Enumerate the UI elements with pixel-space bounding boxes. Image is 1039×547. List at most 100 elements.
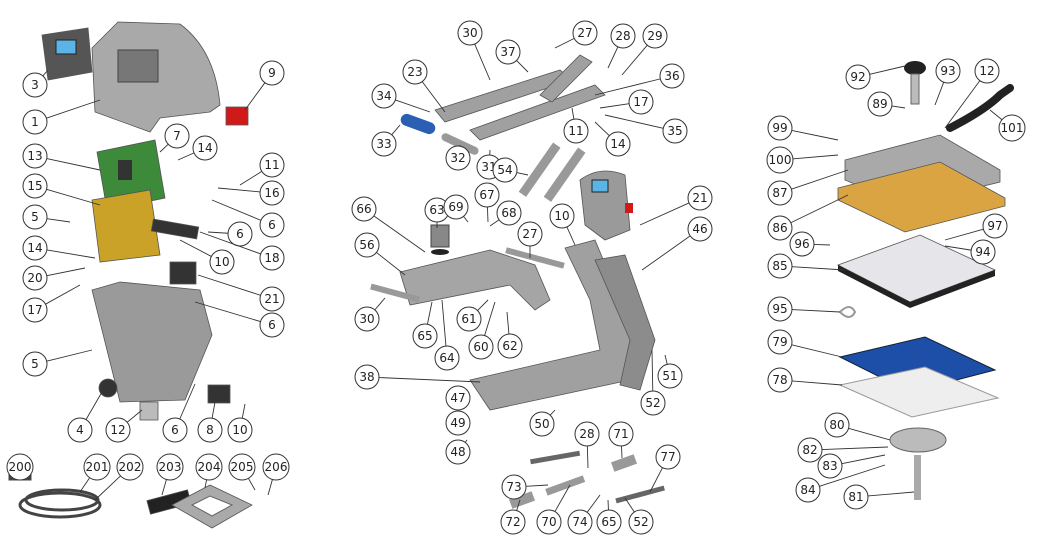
callout-circle	[105, 417, 131, 443]
leader-line	[989, 109, 1003, 121]
callout-number: 14	[610, 137, 625, 151]
callout-circle	[259, 286, 285, 312]
callout-number: 14	[197, 141, 212, 155]
callout-number: 29	[647, 29, 662, 43]
callout-circle	[610, 23, 636, 49]
motor-cylinder	[430, 224, 450, 255]
leader-line	[516, 172, 529, 176]
callout-circle	[687, 185, 713, 211]
callout-number: 6	[236, 227, 244, 241]
springs	[509, 450, 665, 509]
callout-circle	[22, 143, 48, 169]
callout-number: 56	[359, 238, 374, 252]
callout-number: 46	[692, 222, 707, 236]
thermocouple-fitting	[139, 401, 159, 421]
callout-number: 14	[27, 241, 42, 255]
callout-68: 68	[489, 200, 522, 227]
callout-circle	[536, 509, 562, 535]
leader-line	[373, 215, 426, 253]
callout-circle	[445, 439, 471, 465]
leader-line	[207, 231, 229, 234]
callout-number: 34	[376, 89, 391, 103]
callout-circle	[351, 196, 377, 222]
leader-line	[594, 121, 610, 137]
callout-number: 21	[692, 191, 707, 205]
leader-line	[506, 311, 510, 335]
leader-line	[391, 124, 401, 136]
callout-4: 4	[67, 391, 103, 443]
callout-65: 65	[596, 499, 622, 535]
leader-line	[607, 46, 619, 69]
lower-housing	[91, 281, 213, 403]
callout-circle	[824, 412, 850, 438]
callout-number: 8	[206, 423, 214, 437]
callout-number: 10	[232, 423, 247, 437]
callout-number: 13	[27, 149, 42, 163]
control-panel	[41, 27, 93, 81]
callout-circle	[468, 334, 494, 360]
callout-circle	[474, 182, 500, 208]
leader-line	[489, 219, 500, 227]
leader-line	[516, 499, 521, 511]
callout-78: 78	[767, 367, 843, 393]
leader-line	[463, 216, 469, 223]
callout-number: 30	[359, 312, 374, 326]
callout-3: 3	[22, 69, 49, 98]
callout-202: 202	[94, 453, 144, 501]
callout-21: 21	[639, 185, 713, 226]
callout-circle	[982, 213, 1008, 239]
callout-number: 97	[987, 219, 1002, 233]
leader-line	[79, 476, 91, 493]
callout-46: 46	[641, 216, 713, 271]
callout-81: 81	[843, 484, 915, 510]
leader-line	[624, 497, 635, 513]
callout-number: 62	[502, 339, 517, 353]
callout-1: 1	[22, 99, 101, 135]
callout-77: 77	[649, 444, 681, 493]
callout-34: 34	[371, 83, 431, 113]
callout-number: 65	[601, 515, 616, 529]
callout-circle	[767, 215, 793, 241]
callout-14: 14	[22, 235, 96, 261]
callout-number: 100	[769, 153, 792, 167]
callout-23: 23	[402, 59, 446, 113]
leader-line	[586, 445, 589, 469]
callout-circle	[817, 453, 843, 479]
callout-65: 65	[412, 301, 438, 349]
callout-17: 17	[22, 284, 81, 323]
callout-number: 72	[505, 515, 520, 529]
callout-circle	[970, 239, 996, 265]
callout-number: 96	[794, 237, 809, 251]
callout-circle	[456, 306, 482, 332]
upper-frame	[399, 249, 551, 311]
handle-knob	[904, 61, 926, 105]
callout-87: 87	[767, 169, 849, 206]
callout-63: 63	[424, 197, 450, 228]
callout-16: 16	[217, 180, 285, 206]
callout-number: 74	[572, 515, 587, 529]
callout-circle	[789, 231, 815, 257]
callout-circle	[197, 417, 223, 443]
callout-13: 13	[22, 143, 101, 171]
callout-circle	[259, 312, 285, 338]
callout-92: 92	[845, 64, 906, 90]
callout-circle	[767, 180, 793, 206]
callout-number: 11	[264, 158, 279, 172]
callout-circle	[228, 453, 256, 481]
callout-circle	[412, 323, 438, 349]
callout-number: 65	[417, 329, 432, 343]
callout-number: 20	[27, 271, 42, 285]
leader-line	[641, 235, 691, 271]
callout-27: 27	[517, 221, 543, 258]
callout-circle	[6, 453, 34, 481]
callout-number: 6	[171, 423, 179, 437]
callout-circle	[156, 453, 184, 481]
leader-line	[378, 377, 481, 383]
callout-circle	[998, 114, 1026, 142]
callout-circle	[572, 20, 598, 46]
timer-head	[579, 170, 633, 241]
leader-line	[179, 239, 212, 257]
leader-line	[46, 158, 101, 171]
rod	[441, 133, 479, 155]
